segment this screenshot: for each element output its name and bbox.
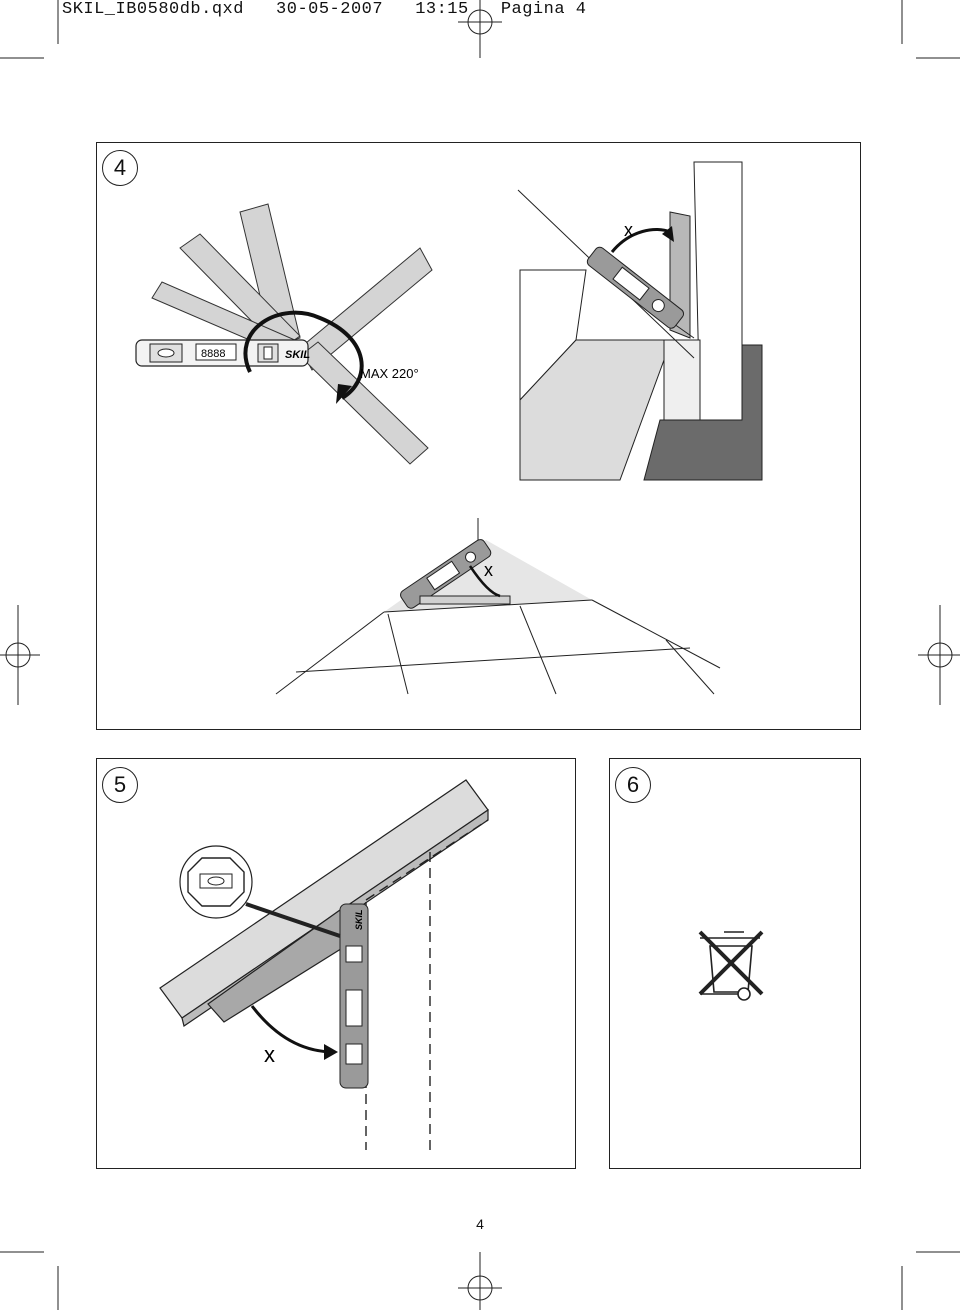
angle-finder-tool bbox=[135, 339, 309, 367]
header-filename: SKIL_IB0580db.qxd bbox=[62, 0, 244, 19]
brand-logo-fig4: SKIL bbox=[285, 349, 310, 361]
floor-angle-label: x bbox=[484, 560, 493, 580]
crossed-bin-icon bbox=[698, 930, 764, 1001]
sloped-beam bbox=[159, 779, 489, 1027]
frame-angle-arrow bbox=[610, 228, 671, 253]
beam-angle-label: x bbox=[264, 1042, 275, 1067]
max-angle-label: MAX 220° bbox=[360, 366, 419, 381]
brand-logo-fig5: SKIL bbox=[354, 909, 364, 930]
frame-angle-label: x bbox=[624, 220, 633, 240]
figure-6-panel bbox=[609, 758, 861, 1169]
print-header: SKIL_IB0580db.qxd 30-05-2007 13:15 Pagin… bbox=[62, 0, 586, 19]
rotation-arrow bbox=[243, 310, 364, 400]
figure-5-panel bbox=[96, 758, 576, 1169]
figure-4-number: 4 bbox=[102, 150, 138, 186]
floor-tool-arm bbox=[419, 595, 511, 605]
figure-6-number: 6 bbox=[615, 767, 651, 803]
door-frame-scene bbox=[517, 161, 763, 481]
fanned-blades bbox=[151, 203, 433, 465]
header-time: 13:15 bbox=[415, 0, 469, 19]
vial-detail-inset bbox=[179, 845, 341, 938]
floor-tiles-scene bbox=[275, 518, 721, 695]
display-digits: 8888 bbox=[201, 348, 225, 360]
floor-angle-arrow bbox=[468, 565, 501, 598]
header-page-label: Pagina 4 bbox=[500, 0, 587, 19]
tool-on-floor bbox=[400, 539, 492, 609]
header-date: 30-05-2007 bbox=[276, 0, 384, 19]
tool-on-frame bbox=[586, 246, 685, 329]
figure-5-number: 5 bbox=[102, 767, 138, 803]
page-number: 4 bbox=[476, 1216, 484, 1232]
vertical-tool bbox=[339, 903, 369, 1089]
